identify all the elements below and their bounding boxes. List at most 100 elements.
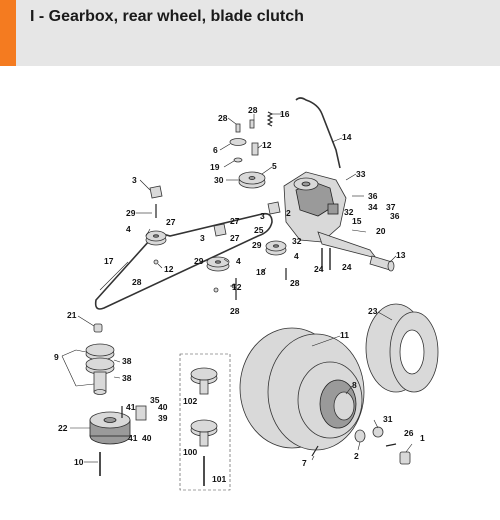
parts-diagram: 28 28 16 14 6 12 19 5 30 33 3 36 34 37 3… [54, 97, 439, 491]
callout: 4 [236, 256, 241, 266]
key-26 [385, 443, 397, 447]
axle-13 [369, 255, 395, 272]
spacer-21 [93, 323, 103, 333]
callout: 30 [214, 175, 224, 185]
washer-2 [354, 429, 366, 443]
callout: 37 [386, 202, 396, 212]
washer-19 [233, 157, 243, 163]
callout: 36 [390, 211, 400, 221]
callout: 28 [290, 278, 300, 288]
callout: 20 [376, 226, 386, 236]
callout: 4 [294, 251, 299, 261]
callout: 31 [383, 414, 393, 424]
callout: 41 [126, 402, 136, 412]
callout: 12 [232, 282, 242, 292]
callout: 7 [302, 458, 307, 468]
callout: 29 [194, 256, 204, 266]
callout: 29 [126, 208, 136, 218]
page-title: I - Gearbox, rear wheel, blade clutch [30, 8, 304, 25]
washer-6 [229, 138, 247, 146]
callout: 17 [104, 256, 114, 266]
callout: 3 [200, 233, 205, 243]
callout: 32 [292, 236, 302, 246]
pulley-5 [238, 171, 266, 189]
accent-strip [0, 0, 16, 66]
callout: 27 [230, 233, 240, 243]
callout: 26 [404, 428, 414, 438]
callout: 19 [210, 162, 220, 172]
callout: 35 [150, 395, 160, 405]
callout: 36 [368, 191, 378, 201]
callout: 10 [74, 457, 84, 467]
callout: 25 [254, 225, 264, 235]
bracket-3b [213, 223, 227, 237]
callout: 27 [230, 216, 240, 226]
callout: 22 [58, 423, 68, 433]
callout: 2 [354, 451, 359, 461]
callout: 34 [368, 202, 378, 212]
callout: 38 [122, 373, 132, 383]
callout: 16 [280, 109, 290, 119]
callout: 40 [142, 433, 152, 443]
pin-7 [311, 445, 319, 457]
callout: 12 [164, 264, 174, 274]
idler-pulley-4b [206, 256, 230, 272]
callout: 5 [272, 161, 277, 171]
callout: 27 [166, 217, 176, 227]
callout: 13 [396, 250, 406, 260]
bracket-39 [135, 405, 147, 421]
callout: 100 [183, 447, 197, 457]
callout: 11 [340, 330, 349, 340]
callout: 24 [314, 264, 324, 274]
idler-pulley-4a [145, 230, 167, 246]
callout: 102 [183, 396, 197, 406]
callout: 24 [342, 262, 352, 272]
callout: 8 [352, 380, 357, 390]
title-bar: I - Gearbox, rear wheel, blade clutch [0, 0, 500, 66]
callout: 9 [54, 352, 59, 362]
callout-labels: 28 28 16 14 6 12 19 5 30 33 3 36 34 37 3… [54, 105, 425, 484]
callout: 28 [230, 306, 240, 316]
callout: 21 [67, 310, 77, 320]
callout: 29 [252, 240, 262, 250]
callout: 33 [356, 169, 366, 179]
callout: 32 [344, 207, 354, 217]
control-rod [295, 97, 341, 169]
callout: 40 [158, 402, 168, 412]
callout: 3 [132, 175, 137, 185]
callout: 101 [212, 474, 226, 484]
pulley-102 [190, 367, 218, 395]
callout: 2 [286, 208, 291, 218]
callout: 38 [122, 356, 132, 366]
callout: 41 [128, 433, 138, 443]
rear-wheel [239, 327, 365, 451]
callout: 28 [218, 113, 228, 123]
transmission-gearbox [283, 171, 378, 259]
drive-belt [94, 212, 273, 310]
callout: 14 [342, 132, 352, 142]
variant-box [179, 353, 231, 491]
idler-pulley-4c [265, 240, 287, 256]
callout: 23 [368, 306, 378, 316]
callout: 28 [248, 105, 258, 115]
callout: 28 [132, 277, 142, 287]
callout: 18 [256, 267, 266, 277]
bracket-3a [149, 185, 163, 199]
blade-clutch-pulleys-9 [85, 343, 115, 395]
hub-cap-1 [399, 451, 411, 465]
callout: 3 [260, 211, 265, 221]
callout: 15 [352, 216, 362, 226]
callout: 12 [262, 140, 272, 150]
callout: 1 [420, 433, 425, 443]
callout: 4 [126, 224, 131, 234]
spring [266, 111, 274, 127]
spare-tire-23 [365, 303, 439, 393]
washer-31 [372, 426, 384, 438]
callout: 39 [158, 413, 168, 423]
bushing-12 [251, 142, 259, 156]
bracket-3c [267, 201, 281, 215]
electric-clutch-22 [89, 411, 131, 445]
pulley-100 [190, 419, 218, 447]
leader-lines [61, 113, 413, 463]
callout: 6 [213, 145, 218, 155]
